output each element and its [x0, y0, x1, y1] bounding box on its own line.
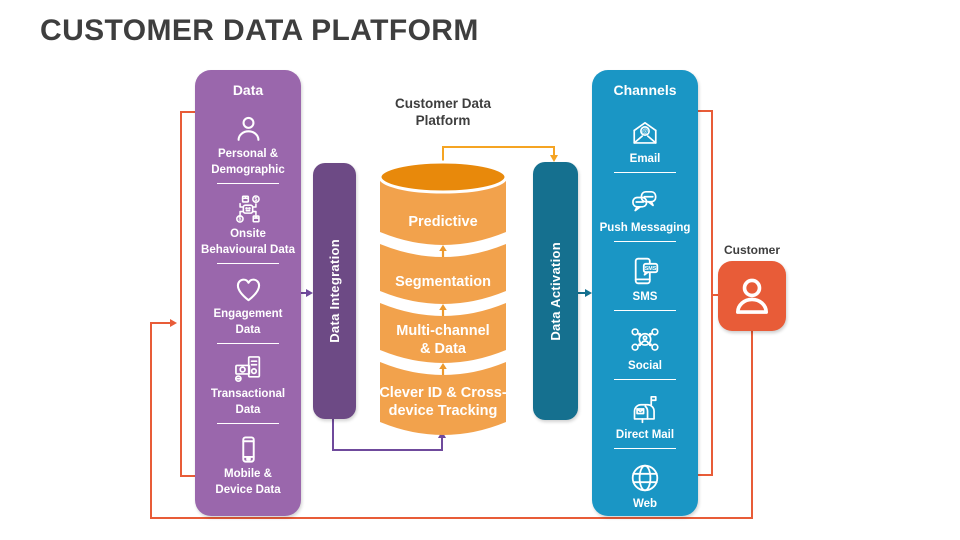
- connector-data-to-integration-line: [300, 292, 308, 294]
- behavioural-data-icon: $ $: [231, 192, 265, 226]
- svg-text:$: $: [255, 197, 258, 203]
- channel-item-label: SMS: [632, 291, 658, 303]
- data-item-label: Personal &: [217, 148, 279, 160]
- divider: [614, 448, 676, 449]
- connector-customer-down: [751, 331, 753, 519]
- channel-item-direct-mail: Direct Mail: [594, 380, 696, 449]
- cdp-segment-predictive: Predictive: [380, 180, 506, 245]
- mailbox-icon: [628, 391, 662, 427]
- divider: [614, 172, 676, 173]
- connector-right-vertical: [711, 110, 713, 476]
- globe-icon: [627, 460, 663, 496]
- mobile-phone-icon: [232, 432, 265, 466]
- connector-channels-top-stub: [697, 110, 713, 112]
- divider: [217, 423, 279, 424]
- channels-panel: Channels @ Email Push Me: [592, 70, 698, 516]
- channel-item-sms: SMS SMS: [594, 242, 696, 311]
- data-item-mobile-device: Mobile &Device Data: [197, 424, 299, 498]
- connector-data-bracket-bottom-stub: [180, 475, 195, 477]
- person-icon: [232, 112, 265, 146]
- svg-text:Clever ID & Cross-: Clever ID & Cross-: [379, 385, 506, 401]
- svg-text:Multi-channel: Multi-channel: [396, 323, 489, 339]
- connector-integration-down: [332, 418, 334, 451]
- cylinder-top-ellipse: [378, 160, 508, 194]
- channel-item-web: Web: [594, 449, 696, 512]
- social-network-icon: [627, 322, 663, 358]
- svg-text:SMS: SMS: [645, 266, 657, 272]
- connector-customer-left-stub: [713, 294, 718, 296]
- customer-label: Customer: [723, 243, 780, 257]
- data-activation-bar: Data Activation: [533, 162, 578, 420]
- svg-text:Segmentation: Segmentation: [395, 274, 491, 290]
- divider: [614, 241, 676, 242]
- channel-item-label: Direct Mail: [615, 429, 675, 441]
- cdp-segment-segmentation: Segmentation: [380, 244, 506, 304]
- channel-item-push-messaging: Push Messaging: [594, 173, 696, 242]
- divider: [614, 310, 676, 311]
- connector-data-bracket-top-stub: [180, 111, 195, 113]
- connector-cdp-down: [553, 146, 555, 156]
- transactions-icon: [231, 352, 265, 386]
- cylinder-up-arrows: [439, 245, 447, 375]
- connector-activation-to-channels-line: [578, 292, 586, 294]
- data-integration-label: Data Integration: [327, 239, 342, 343]
- channel-item-label: Push Messaging: [599, 222, 691, 234]
- svg-text:& Data: & Data: [420, 341, 467, 357]
- svg-text:device Tracking: device Tracking: [389, 403, 498, 419]
- data-item-personal-demographic: Personal &Demographic: [197, 104, 299, 184]
- cdp-cylinder: Predictive Segmentation Multi-channel & …: [378, 160, 508, 435]
- svg-text:$: $: [239, 217, 242, 223]
- divider: [217, 263, 279, 264]
- cdp-segment-clever-id: Clever ID & Cross- device Tracking: [379, 362, 507, 435]
- channel-item-label: Web: [632, 498, 658, 510]
- connector-integration-horizontal: [332, 449, 443, 451]
- divider: [614, 379, 676, 380]
- connector-channels-bottom-stub: [697, 474, 713, 476]
- customer-person-icon: [729, 273, 775, 319]
- svg-text:Predictive: Predictive: [408, 214, 477, 230]
- connector-cdp-up: [442, 146, 444, 162]
- channel-item-email: @ Email: [594, 104, 696, 173]
- divider: [217, 183, 279, 184]
- connector-data-to-integration-arrowhead: [306, 289, 313, 297]
- channel-item-label: Email: [629, 153, 661, 165]
- cdp-segment-multichannel: Multi-channel & Data: [380, 303, 506, 363]
- heart-icon: [232, 272, 265, 306]
- data-item-label: Mobile &: [224, 468, 272, 480]
- connector-integration-up: [441, 438, 443, 451]
- data-item-label: Onsite: [230, 228, 266, 240]
- data-activation-label: Data Activation: [548, 241, 563, 341]
- data-item-label: Transactional: [210, 388, 286, 400]
- channel-item-label: Social: [628, 360, 662, 372]
- sms-icon: SMS: [627, 253, 663, 289]
- connector-left-arrow-line: [150, 322, 172, 324]
- connector-left-vertical: [150, 323, 152, 519]
- data-panel: Data Personal &Demographic $ $: [195, 70, 301, 516]
- connector-left-arrowhead: [170, 319, 177, 327]
- channels-panel-header: Channels: [613, 82, 677, 98]
- push-messaging-icon: [628, 184, 662, 220]
- data-panel-header: Data: [232, 82, 264, 98]
- channel-item-social: Social: [594, 311, 696, 380]
- svg-text:@: @: [642, 129, 648, 135]
- connector-activation-to-channels-arrowhead: [585, 289, 592, 297]
- connector-activation-in-arrowhead: [550, 155, 558, 162]
- data-integration-bar: Data Integration: [313, 163, 356, 419]
- connector-bottom-horizontal: [150, 517, 753, 519]
- page-title: CUSTOMER DATA PLATFORM: [40, 14, 479, 47]
- customer-box: [718, 261, 786, 331]
- data-item-label: Engagement: [213, 308, 283, 320]
- email-icon: @: [628, 115, 662, 151]
- connector-data-bracket-vertical: [180, 111, 182, 477]
- divider: [217, 343, 279, 344]
- connector-cdp-horizontal: [442, 146, 554, 148]
